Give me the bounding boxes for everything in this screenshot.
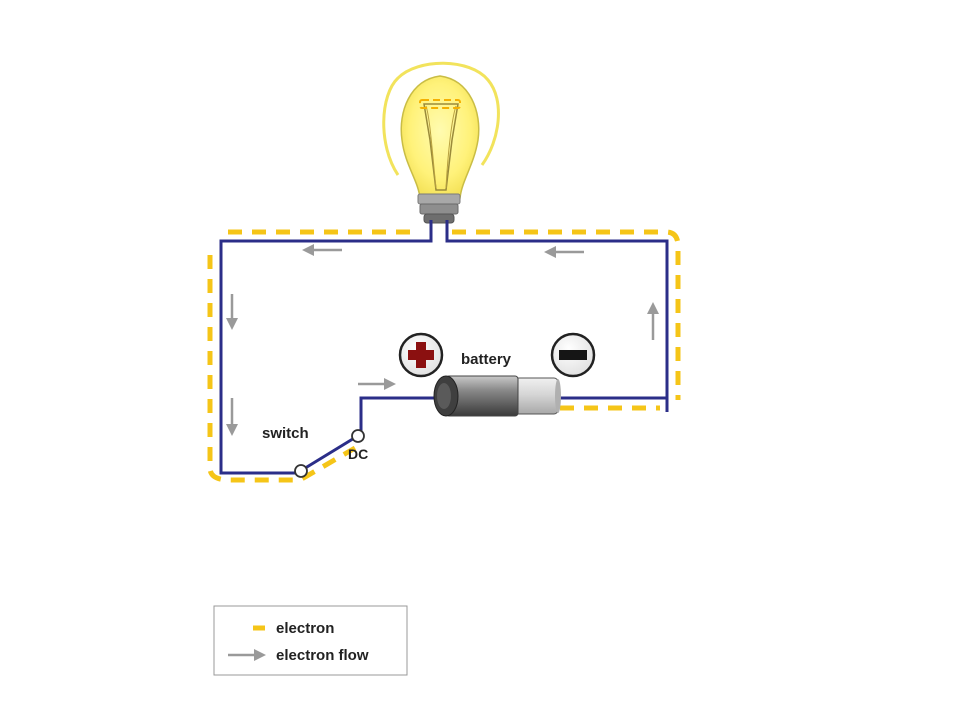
legend-electron-label: electron	[276, 620, 334, 637]
arrow-icon	[647, 302, 659, 340]
dc-label: DC	[348, 446, 368, 462]
switch-label: switch	[262, 425, 309, 442]
battery-label: battery	[461, 351, 512, 368]
electron-path	[207, 229, 681, 483]
legend-item-electron-flow: electron flow	[228, 647, 369, 664]
plus-icon	[398, 332, 444, 378]
switch-icon[interactable]	[294, 429, 365, 478]
light-bulb-icon	[382, 61, 500, 224]
arrow-icon	[226, 398, 238, 436]
arrow-icon	[302, 244, 342, 256]
arrow-icon	[226, 294, 238, 330]
circuit-wire	[219, 220, 669, 475]
legend-electron-flow-label: electron flow	[276, 647, 369, 664]
legend: electron electron flow	[213, 605, 408, 676]
arrow-icon	[228, 649, 266, 661]
battery-icon	[433, 375, 561, 417]
minus-icon	[550, 332, 596, 378]
legend-item-electron: electron	[253, 620, 334, 637]
arrow-icon	[358, 378, 396, 390]
arrow-icon	[544, 246, 584, 258]
